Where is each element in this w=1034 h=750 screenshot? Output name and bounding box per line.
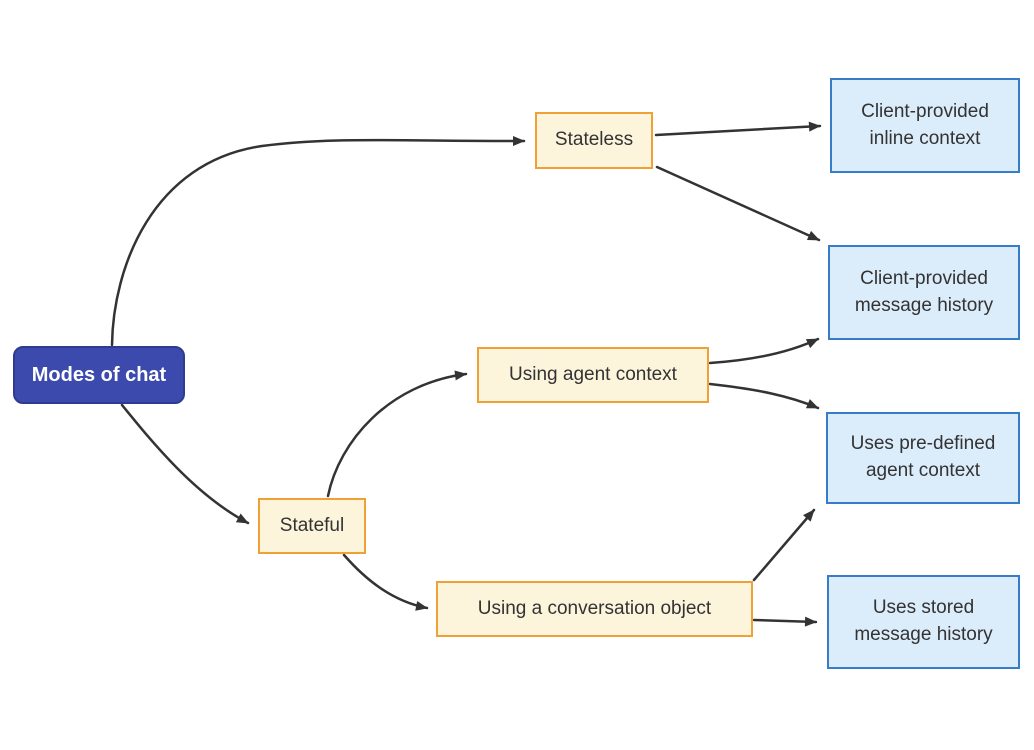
edge-modes-of-chat-to-stateful bbox=[120, 403, 250, 525]
edge-using-agent-context-to-uses-pre-defined-agent-context bbox=[708, 382, 820, 410]
node-stateful-label: Stateful bbox=[279, 514, 345, 536]
node-using-a-conversation-object-label: Using a conversation object bbox=[477, 597, 712, 619]
edge-stateful-to-using-a-conversation-object bbox=[342, 553, 429, 611]
edge-using-agent-context-to-client-provided-message-history bbox=[708, 337, 820, 365]
node-modes-of-chat-label: Modes of chat bbox=[31, 364, 167, 386]
node-modes-of-chat: Modes of chat bbox=[13, 346, 185, 404]
node-stateful: Stateful bbox=[258, 498, 366, 554]
node-using-a-conversation-object: Using a conversation object bbox=[436, 581, 753, 637]
node-using-agent-context-label: Using agent context bbox=[509, 363, 677, 385]
edge-stateless-to-client-provided-message-history bbox=[655, 165, 821, 242]
node-uses-stored-message-history: Uses stored message history bbox=[827, 575, 1020, 669]
node-uses-pre-defined-agent-context-label: Uses pre-defined agent context bbox=[850, 433, 996, 481]
node-stateless: Stateless bbox=[535, 112, 653, 169]
node-using-agent-context: Using agent context bbox=[477, 347, 709, 403]
node-stateless-label: Stateless bbox=[554, 129, 634, 151]
edge-stateful-to-using-agent-context bbox=[326, 370, 468, 498]
edge-modes-of-chat-to-stateless bbox=[110, 135, 526, 347]
node-client-provided-inline-context: Client-provided inline context bbox=[830, 78, 1020, 173]
edge-using-a-conversation-object-to-uses-pre-defined-agent-context bbox=[752, 508, 816, 582]
node-client-provided-message-history: Client-provided message history bbox=[828, 245, 1020, 340]
node-uses-pre-defined-agent-context: Uses pre-defined agent context bbox=[826, 412, 1020, 504]
node-client-provided-message-history-label: Client-provided message history bbox=[854, 267, 994, 316]
edge-stateless-to-client-provided-inline-context bbox=[654, 121, 822, 137]
node-client-provided-inline-context-label: Client-provided inline context bbox=[861, 100, 989, 149]
edge-using-a-conversation-object-to-uses-stored-message-history bbox=[752, 616, 818, 627]
node-uses-stored-message-history-label: Uses stored message history bbox=[854, 597, 993, 645]
